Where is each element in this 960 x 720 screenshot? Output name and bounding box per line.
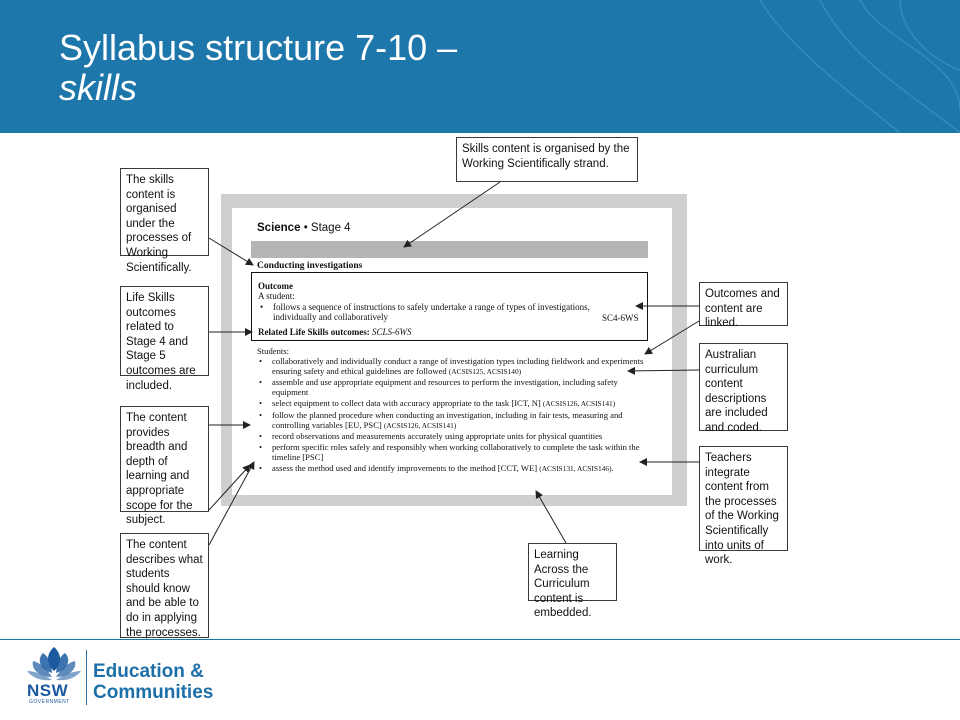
content-bullet: • (259, 463, 263, 474)
callout-teachers-integrate: Teachers integrate content from the proc… (699, 446, 788, 566)
outcome-text-line2: individually and collaboratively (273, 312, 388, 322)
callout-australian-curriculum: Australian curriculum content descriptio… (699, 343, 788, 434)
stage-heading: Science • Stage 4 (257, 222, 351, 234)
arrow-describes-2 (208, 464, 251, 511)
content-bullet: • (259, 441, 263, 452)
content-code: (ACSIS126, ACSIS141) (542, 399, 616, 409)
arrow-processes (208, 237, 254, 266)
waratah-logo-icon (27, 647, 81, 681)
content-item: • assemble and use appropriate equipment… (257, 377, 649, 398)
stage-name: Stage 4 (310, 222, 351, 234)
callout-processes: The skills content is organised under th… (120, 168, 209, 274)
arrow-outcomes-2 (644, 320, 700, 355)
outcome-box: Outcome A student: • follows a sequence … (251, 272, 648, 341)
content-item: • record observations and measurements a… (257, 431, 649, 442)
slide-title-line2: skills (59, 67, 137, 108)
arrow-learning-across (535, 490, 567, 544)
content-text: perform specific roles safely and respon… (272, 441, 640, 462)
content-bullet: • (259, 430, 263, 441)
content-code: (ACSIS126, ACSIS141) (383, 420, 457, 430)
logo-separator (86, 650, 87, 705)
arrow-australian (627, 366, 700, 375)
content-code: (ACSIS125, ACSIS140) (448, 367, 522, 377)
content-text: select equipment to collect data with ac… (272, 398, 541, 409)
content-text: follow the planned procedure when conduc… (272, 409, 623, 430)
a-student-label: A student: (258, 291, 295, 301)
content-item: • follow the planned procedure when cond… (257, 410, 649, 431)
life-skills-label: Related Life Skills outcomes: (258, 327, 370, 337)
outcome-bullet: • (260, 302, 264, 312)
heading-bullet: • (303, 222, 308, 234)
logo-government-text: GOVERNMENT (29, 699, 70, 705)
footer-divider (0, 639, 960, 640)
content-text: record observations and measurements acc… (272, 430, 603, 441)
department-name-line1: Education & (93, 661, 204, 682)
content-list: Students: • collaboratively and individu… (257, 346, 649, 474)
department-name: Education & Communities (93, 661, 213, 703)
content-item: • assess the method used and identify im… (257, 463, 649, 474)
content-item: • perform specific roles safely and resp… (257, 442, 649, 463)
callout-learning-across: Learning Across the Curriculum content i… (528, 543, 617, 619)
content-item: • select equipment to collect data with … (257, 398, 649, 409)
content-code: (ACSIS131, ACSIS146). (539, 464, 614, 474)
syllabus-excerpt: Science • Stage 4 Conducting investigati… (232, 208, 672, 495)
arrow-describes-1 (208, 461, 255, 546)
content-text: assemble and use appropriate equipment a… (272, 377, 618, 398)
content-bullet: • (259, 356, 263, 367)
life-skills-code: SCLS-6WS (372, 327, 412, 337)
slide-title: Syllabus structure 7-10 – skills (59, 28, 457, 108)
callout-life-skills: Life Skills outcomes related to Stage 4 … (120, 286, 209, 392)
arrow-strand (403, 181, 501, 248)
callout-outcomes-linked: Outcomes and content are linked. (699, 282, 788, 329)
department-name-line2: Communities (93, 682, 214, 703)
outcome-text-line1: follows a sequence of instructions to sa… (273, 302, 590, 312)
life-skills-line: Related Life Skills outcomes: SCLS-6WS (258, 327, 412, 338)
subject-name: Science (257, 222, 301, 234)
heading-bar (251, 241, 648, 258)
content-text: assess the method used and identify impr… (272, 463, 538, 474)
content-text: collaboratively and individually conduct… (272, 356, 644, 377)
section-title: Conducting investigations (257, 261, 363, 271)
logo-nsw-text: NSW (27, 681, 69, 700)
content-bullet: • (259, 398, 263, 409)
callout-strand: Skills content is organised by the Worki… (456, 137, 638, 182)
outcome-label: Outcome (258, 281, 293, 291)
callout-breadth: The content provides breadth and depth o… (120, 406, 209, 526)
header-decoration (759, 0, 960, 133)
content-bullet: • (259, 409, 263, 420)
content-item: • collaboratively and individually condu… (257, 356, 649, 377)
students-label: Students: (257, 346, 289, 356)
slide-title-line1: Syllabus structure 7-10 – (59, 27, 458, 68)
slide-header: Syllabus structure 7-10 – skills (0, 0, 960, 133)
outcome-code: SC4-6WS (602, 313, 639, 323)
content-bullet: • (259, 377, 263, 388)
callout-describes: The content describes what students shou… (120, 533, 209, 639)
